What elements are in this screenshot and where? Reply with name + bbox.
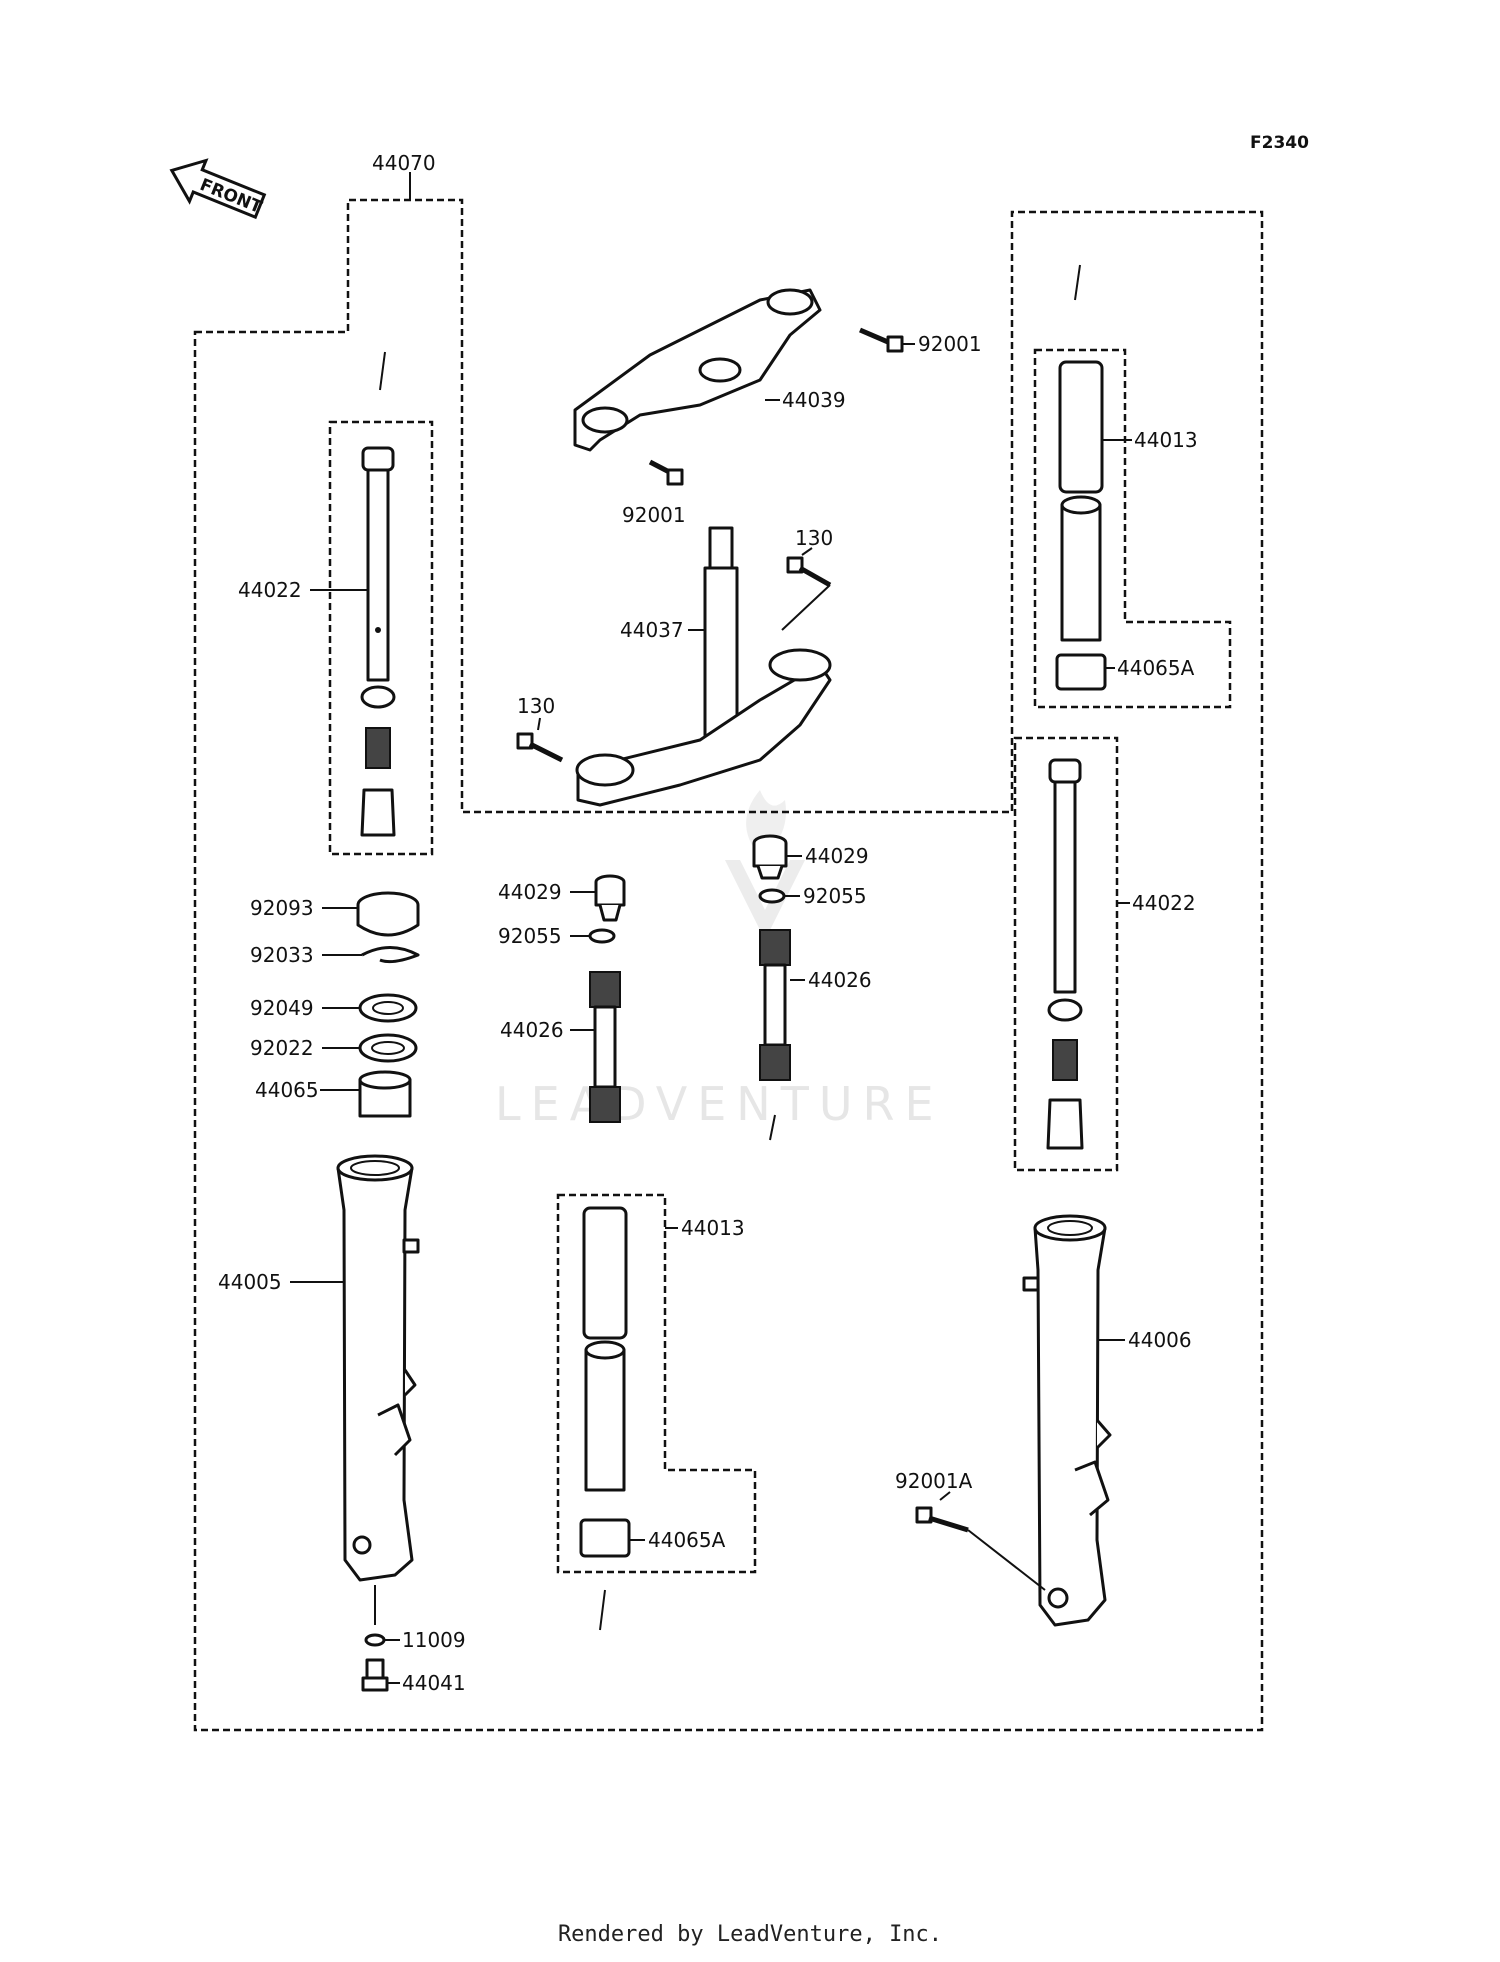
box-fork-tube-right xyxy=(1013,736,1119,1172)
label-92055-right: 92055 xyxy=(803,884,867,908)
label-44029-left: 44029 xyxy=(498,880,562,904)
box-guide-right xyxy=(1033,348,1232,709)
label-92093: 92093 xyxy=(250,896,314,920)
label-44065: 44065 xyxy=(255,1078,319,1102)
label-44022-right: 44022 xyxy=(1132,891,1196,915)
guide-tube-bottom xyxy=(579,1206,631,1558)
drain-bolt-44041 xyxy=(361,1658,389,1692)
label-44037: 44037 xyxy=(620,618,684,642)
label-44022-left: 44022 xyxy=(238,578,302,602)
oring-92055-left xyxy=(588,928,616,944)
label-44013-bottom: 44013 xyxy=(681,1216,745,1240)
label-44026-right: 44026 xyxy=(808,968,872,992)
steering-stem xyxy=(575,526,832,807)
outer-tube-right xyxy=(1022,1214,1112,1627)
spring-44026-right xyxy=(759,929,791,1081)
cap-bolt-44029-right xyxy=(752,834,788,880)
label-11009: 11009 xyxy=(402,1628,466,1652)
label-44039: 44039 xyxy=(782,388,846,412)
guide-tube-right xyxy=(1055,360,1107,691)
label-92001-mid: 92001 xyxy=(622,503,686,527)
label-44029-right: 44029 xyxy=(805,844,869,868)
diagram-code: F2340 xyxy=(1250,133,1309,153)
front-arrow-icon: FRONT xyxy=(169,158,267,220)
label-44005: 44005 xyxy=(218,1270,282,1294)
oil-seal-92093 xyxy=(356,891,420,937)
box-guide-bottom xyxy=(556,1193,757,1574)
oring-92055-right xyxy=(758,888,786,904)
label-130-left: 130 xyxy=(517,694,555,718)
cap-bolt-44029-left xyxy=(594,874,626,922)
fork-tube-left xyxy=(360,446,396,837)
bolt-130-right xyxy=(786,556,832,588)
label-44065A-right: 44065A xyxy=(1117,656,1195,680)
label-92055-left: 92055 xyxy=(498,924,562,948)
circlip-92033 xyxy=(361,946,420,964)
watermark-text: LEADVENTURE xyxy=(495,1077,944,1131)
outer-tube-left xyxy=(336,1154,420,1582)
upper-bracket xyxy=(573,288,822,452)
label-130-right: 130 xyxy=(795,526,833,550)
assembly-frame-44070 xyxy=(193,198,1264,1732)
label-44026-left: 44026 xyxy=(500,1018,564,1042)
footer-credit: Rendered by LeadVenture, Inc. xyxy=(557,1922,943,1947)
label-92049: 92049 xyxy=(250,996,314,1020)
label-44065A-bottom: 44065A xyxy=(648,1528,726,1552)
label-92033: 92033 xyxy=(250,943,314,967)
bolt-92001-mid xyxy=(648,459,684,486)
watermark: LEADVENTURE xyxy=(495,790,944,1131)
fork-tube-right xyxy=(1046,758,1084,1150)
label-92022: 92022 xyxy=(250,1036,314,1060)
label-92001-top: 92001 xyxy=(918,332,982,356)
gasket-11009 xyxy=(364,1633,386,1647)
label-44013-right: 44013 xyxy=(1134,428,1198,452)
bolt-92001A xyxy=(915,1506,969,1533)
bolt-92001-top xyxy=(859,327,904,353)
spring-44026-left xyxy=(589,971,621,1123)
label-44006: 44006 xyxy=(1128,1328,1192,1352)
label-44070: 44070 xyxy=(372,151,436,175)
bolt-130-left xyxy=(516,732,564,763)
label-44041: 44041 xyxy=(402,1671,466,1695)
box-fork-tube-left xyxy=(328,420,434,856)
bushing-44065 xyxy=(358,1070,412,1118)
label-92001A: 92001A xyxy=(895,1469,973,1493)
